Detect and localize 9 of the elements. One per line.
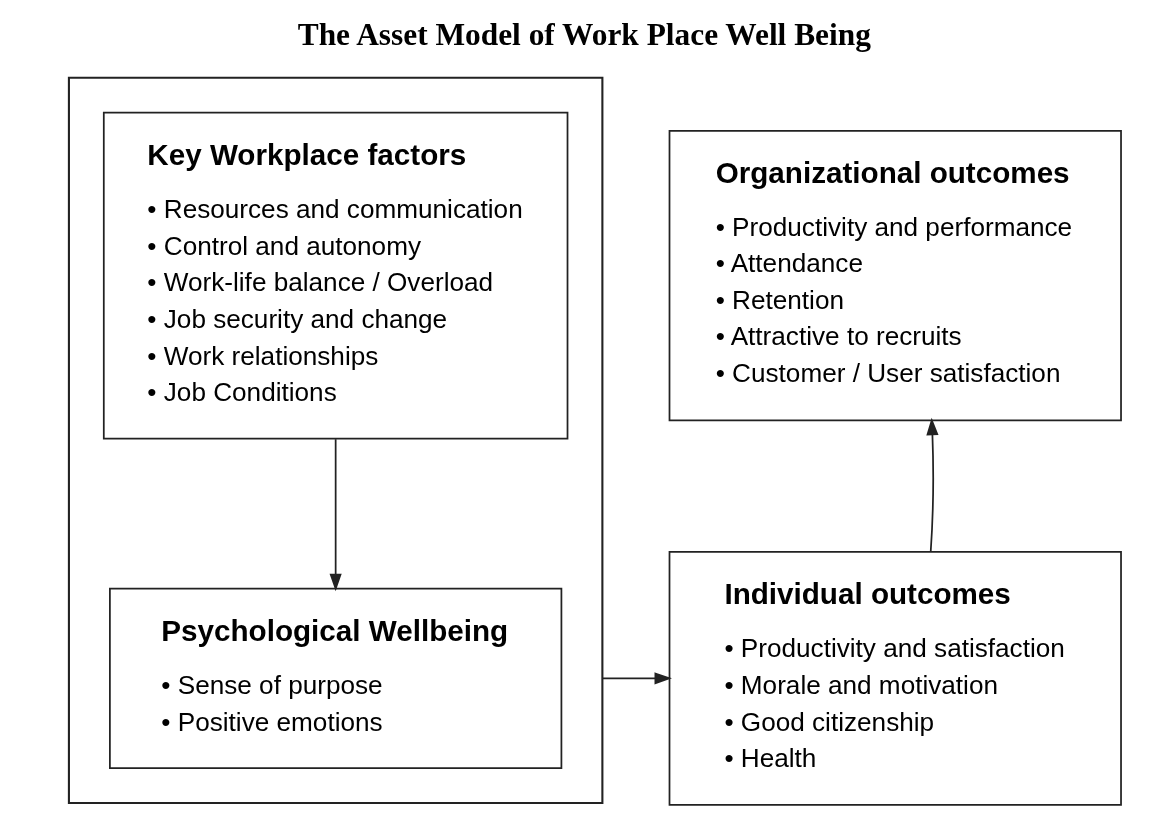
node-box: Psychological Wellbeing • Sense of purpose • Positive emotions bbox=[108, 587, 562, 769]
cluster bbox=[67, 76, 603, 805]
node-box: Individual outcomes • Productivity and satisfaction • Morale and motivation • Good citizenship • Health bbox=[668, 551, 1122, 806]
arrow bbox=[925, 417, 939, 553]
arrow bbox=[601, 672, 672, 685]
arrow bbox=[329, 438, 342, 592]
node-box: Organizational outcomes • Productivity and performance • Attendance • Retention • Attractive to recruits • Customer / User satisfaction bbox=[668, 130, 1122, 422]
node-box: Key Workplace factors • Resources and communication • Control and autonomy • Work-life balance / Overload • Job security and change • Work relationships • Job Conditions bbox=[102, 111, 568, 440]
diagram-title: The Asset Model of Work Place Well Being bbox=[297, 17, 871, 53]
